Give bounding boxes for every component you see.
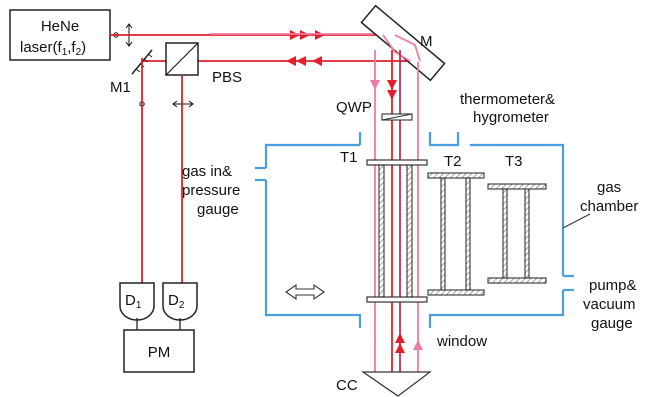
laser-label-line1: HeNe <box>41 18 79 35</box>
pump-label: pump& <box>589 277 637 294</box>
thermometer-label: thermometer& <box>460 91 555 108</box>
gas-chamber <box>255 132 574 328</box>
corner-cube: CC <box>336 371 432 397</box>
pm-label: PM <box>148 344 171 361</box>
mirror-label: M <box>420 33 433 50</box>
hygrometer-label: hygrometer <box>473 109 549 126</box>
qwp-plate: QWP <box>336 99 413 121</box>
vacuum-label: vacuum <box>583 296 636 313</box>
chamber-leader-line <box>562 213 591 229</box>
window-label: window <box>436 333 487 350</box>
downward-arrows <box>370 80 397 100</box>
detector-d2: D2 <box>162 282 198 321</box>
mirror-m1: M1 <box>110 49 153 96</box>
gauge-label-right: gauge <box>591 315 633 332</box>
pressure-label: pressure <box>182 182 240 199</box>
gauge-label-left: gauge <box>197 201 239 218</box>
gas-in-label: gas in& <box>182 163 232 180</box>
d2-label: D2 <box>168 292 185 311</box>
cc-label: CC <box>336 377 358 394</box>
upward-arrows <box>395 333 423 353</box>
t2-label: T2 <box>444 153 462 170</box>
tube-t3: T3 <box>487 153 547 284</box>
qwp-label: QWP <box>336 99 372 116</box>
tube-t1: T1 <box>340 149 428 303</box>
pbs-cube: PBS <box>165 42 242 86</box>
t3-label: T3 <box>505 153 523 170</box>
movement-arrow <box>285 283 325 301</box>
hene-laser: HeNe laser(f1,f2) <box>9 9 111 61</box>
tube-t2: T2 <box>427 153 485 296</box>
pbs-label: PBS <box>212 69 242 86</box>
detector-d1: D1 <box>119 282 155 321</box>
gas-label: gas <box>597 179 621 196</box>
phase-meter: PM <box>123 329 195 373</box>
mirror-m: M <box>360 4 446 82</box>
return-arrows <box>286 56 322 66</box>
forward-arrows <box>290 30 325 40</box>
mirror1-label: M1 <box>110 79 131 96</box>
chamber-label: chamber <box>580 198 638 215</box>
laser-label-line2: laser(f1,f2) <box>20 39 86 58</box>
t1-label: T1 <box>340 149 358 166</box>
pbs-polarization-arrow <box>172 100 194 108</box>
d1-label: D1 <box>125 292 142 311</box>
